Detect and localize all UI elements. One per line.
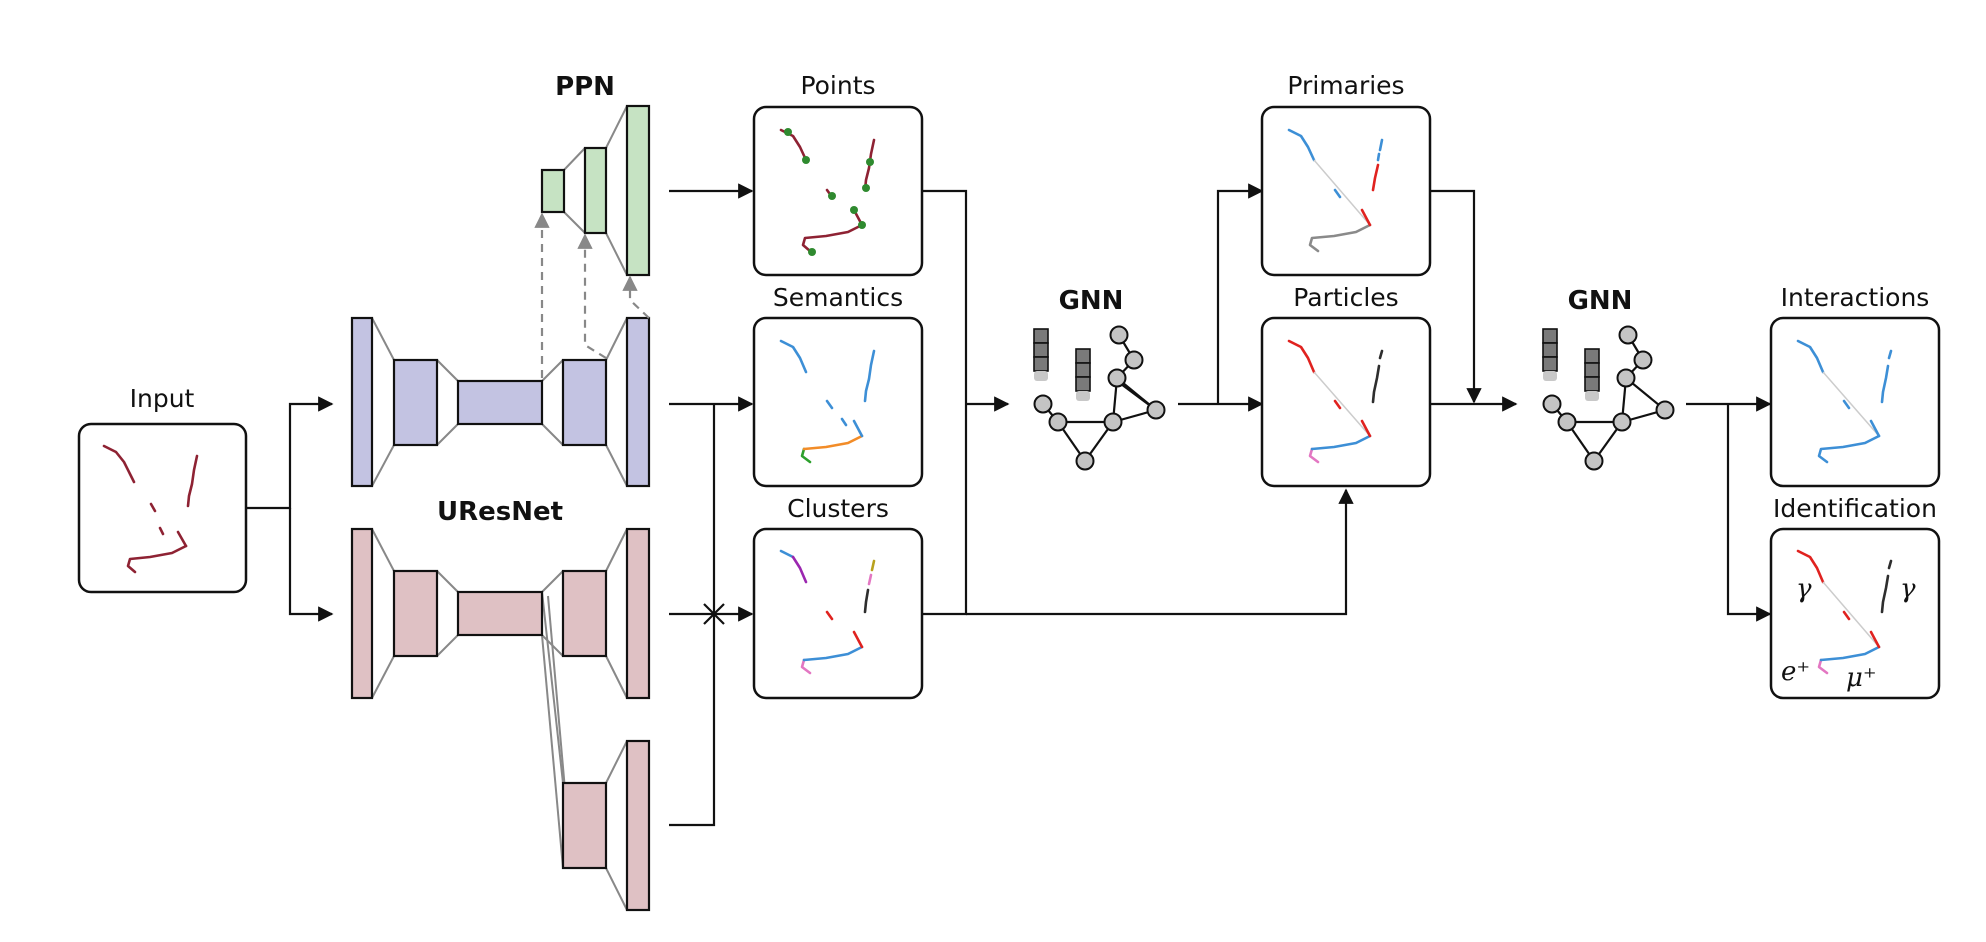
muon-label: μ⁺ bbox=[1846, 663, 1877, 693]
second-decoder-network bbox=[350, 527, 651, 912]
semantics-frame bbox=[752, 316, 924, 488]
gamma-right-label: γ bbox=[1900, 574, 1916, 604]
gnn-2-output-wires bbox=[1686, 396, 1772, 622]
ppn-skip-connections bbox=[534, 212, 650, 378]
gnn-2: GNN bbox=[1542, 286, 1675, 471]
primaries-label: Primaries bbox=[1287, 71, 1404, 100]
gnn-1: GNN bbox=[1033, 286, 1166, 471]
interactions-panel: Interactions bbox=[1769, 283, 1941, 488]
ppn-network: PPN bbox=[534, 72, 651, 378]
identification-frame bbox=[1769, 527, 1941, 700]
particles-event-image bbox=[1287, 339, 1384, 464]
input-event-image bbox=[102, 444, 199, 574]
gnn-1-graph-icon bbox=[1033, 325, 1166, 471]
clusters-label: Clusters bbox=[787, 494, 889, 523]
clusters-panel: Clusters bbox=[752, 494, 924, 700]
points-panel: Points bbox=[752, 71, 924, 277]
particles-label: Particles bbox=[1293, 283, 1398, 312]
uresnet-network: UResNet bbox=[350, 316, 651, 527]
decoder-b-layer-2 bbox=[625, 527, 651, 700]
uresnet-encoder-layer-2 bbox=[392, 358, 439, 447]
input-panel: Input bbox=[77, 384, 248, 594]
to-gnn-1-wires bbox=[922, 189, 1010, 616]
interactions-label: Interactions bbox=[1781, 283, 1930, 312]
input-frame bbox=[77, 422, 248, 594]
ppn-layer-3 bbox=[625, 104, 651, 277]
clusters-event-image bbox=[779, 549, 876, 675]
encoder-b-bottleneck bbox=[456, 590, 544, 637]
identification-panel: Identification γ γ e⁺ μ⁺ bbox=[1769, 494, 1941, 700]
input-fork-wires bbox=[246, 396, 334, 622]
positron-label: e⁺ bbox=[1781, 657, 1810, 687]
uresnet-bottleneck bbox=[456, 379, 544, 426]
semantics-event-image bbox=[779, 339, 876, 464]
network-output-wires bbox=[669, 183, 754, 827]
primaries-event-image bbox=[1287, 128, 1384, 253]
primaries-frame bbox=[1260, 105, 1432, 277]
gnn-1-label: GNN bbox=[1059, 286, 1124, 316]
uresnet-label: UResNet bbox=[437, 497, 563, 527]
points-event-image bbox=[779, 128, 876, 256]
semantics-label: Semantics bbox=[773, 283, 903, 312]
gamma-left-label: γ bbox=[1796, 574, 1812, 604]
uresnet-decoder-layer-1 bbox=[561, 358, 608, 447]
gnn-1-output-wires bbox=[966, 183, 1354, 616]
encoder-b-layer-1 bbox=[350, 527, 374, 700]
to-gnn-2-wires bbox=[1430, 189, 1518, 412]
decoder-b-layer-1 bbox=[561, 569, 608, 658]
gnn-1-features-icon bbox=[1033, 328, 1091, 401]
gnn-2-label: GNN bbox=[1568, 286, 1633, 316]
particles-panel: Particles bbox=[1260, 283, 1432, 488]
uresnet-decoder-layer-2 bbox=[625, 316, 651, 488]
decoder-c-layer-2 bbox=[625, 739, 651, 912]
uresnet-encoder-layer-1 bbox=[350, 316, 374, 488]
identification-label: Identification bbox=[1773, 494, 1937, 523]
input-label: Input bbox=[130, 384, 195, 413]
interactions-frame bbox=[1769, 316, 1941, 488]
points-label: Points bbox=[800, 71, 875, 100]
decoder-c-layer-1 bbox=[561, 781, 608, 870]
interactions-event-image bbox=[1796, 339, 1893, 464]
gnn-2-graph-icon bbox=[1542, 325, 1675, 471]
semantics-panel: Semantics bbox=[752, 283, 924, 488]
primaries-panel: Primaries bbox=[1260, 71, 1432, 277]
encoder-b-layer-2 bbox=[392, 569, 439, 658]
clusters-frame bbox=[752, 527, 924, 700]
points-frame bbox=[752, 105, 924, 277]
particles-frame bbox=[1260, 316, 1432, 488]
ppn-label: PPN bbox=[555, 72, 615, 102]
ppn-layer-2 bbox=[583, 146, 608, 235]
gnn-2-features-icon bbox=[1542, 328, 1600, 401]
identification-event-image bbox=[1796, 549, 1893, 675]
uresnet-funnels bbox=[371, 317, 628, 487]
ppn-layer-1 bbox=[540, 168, 566, 214]
